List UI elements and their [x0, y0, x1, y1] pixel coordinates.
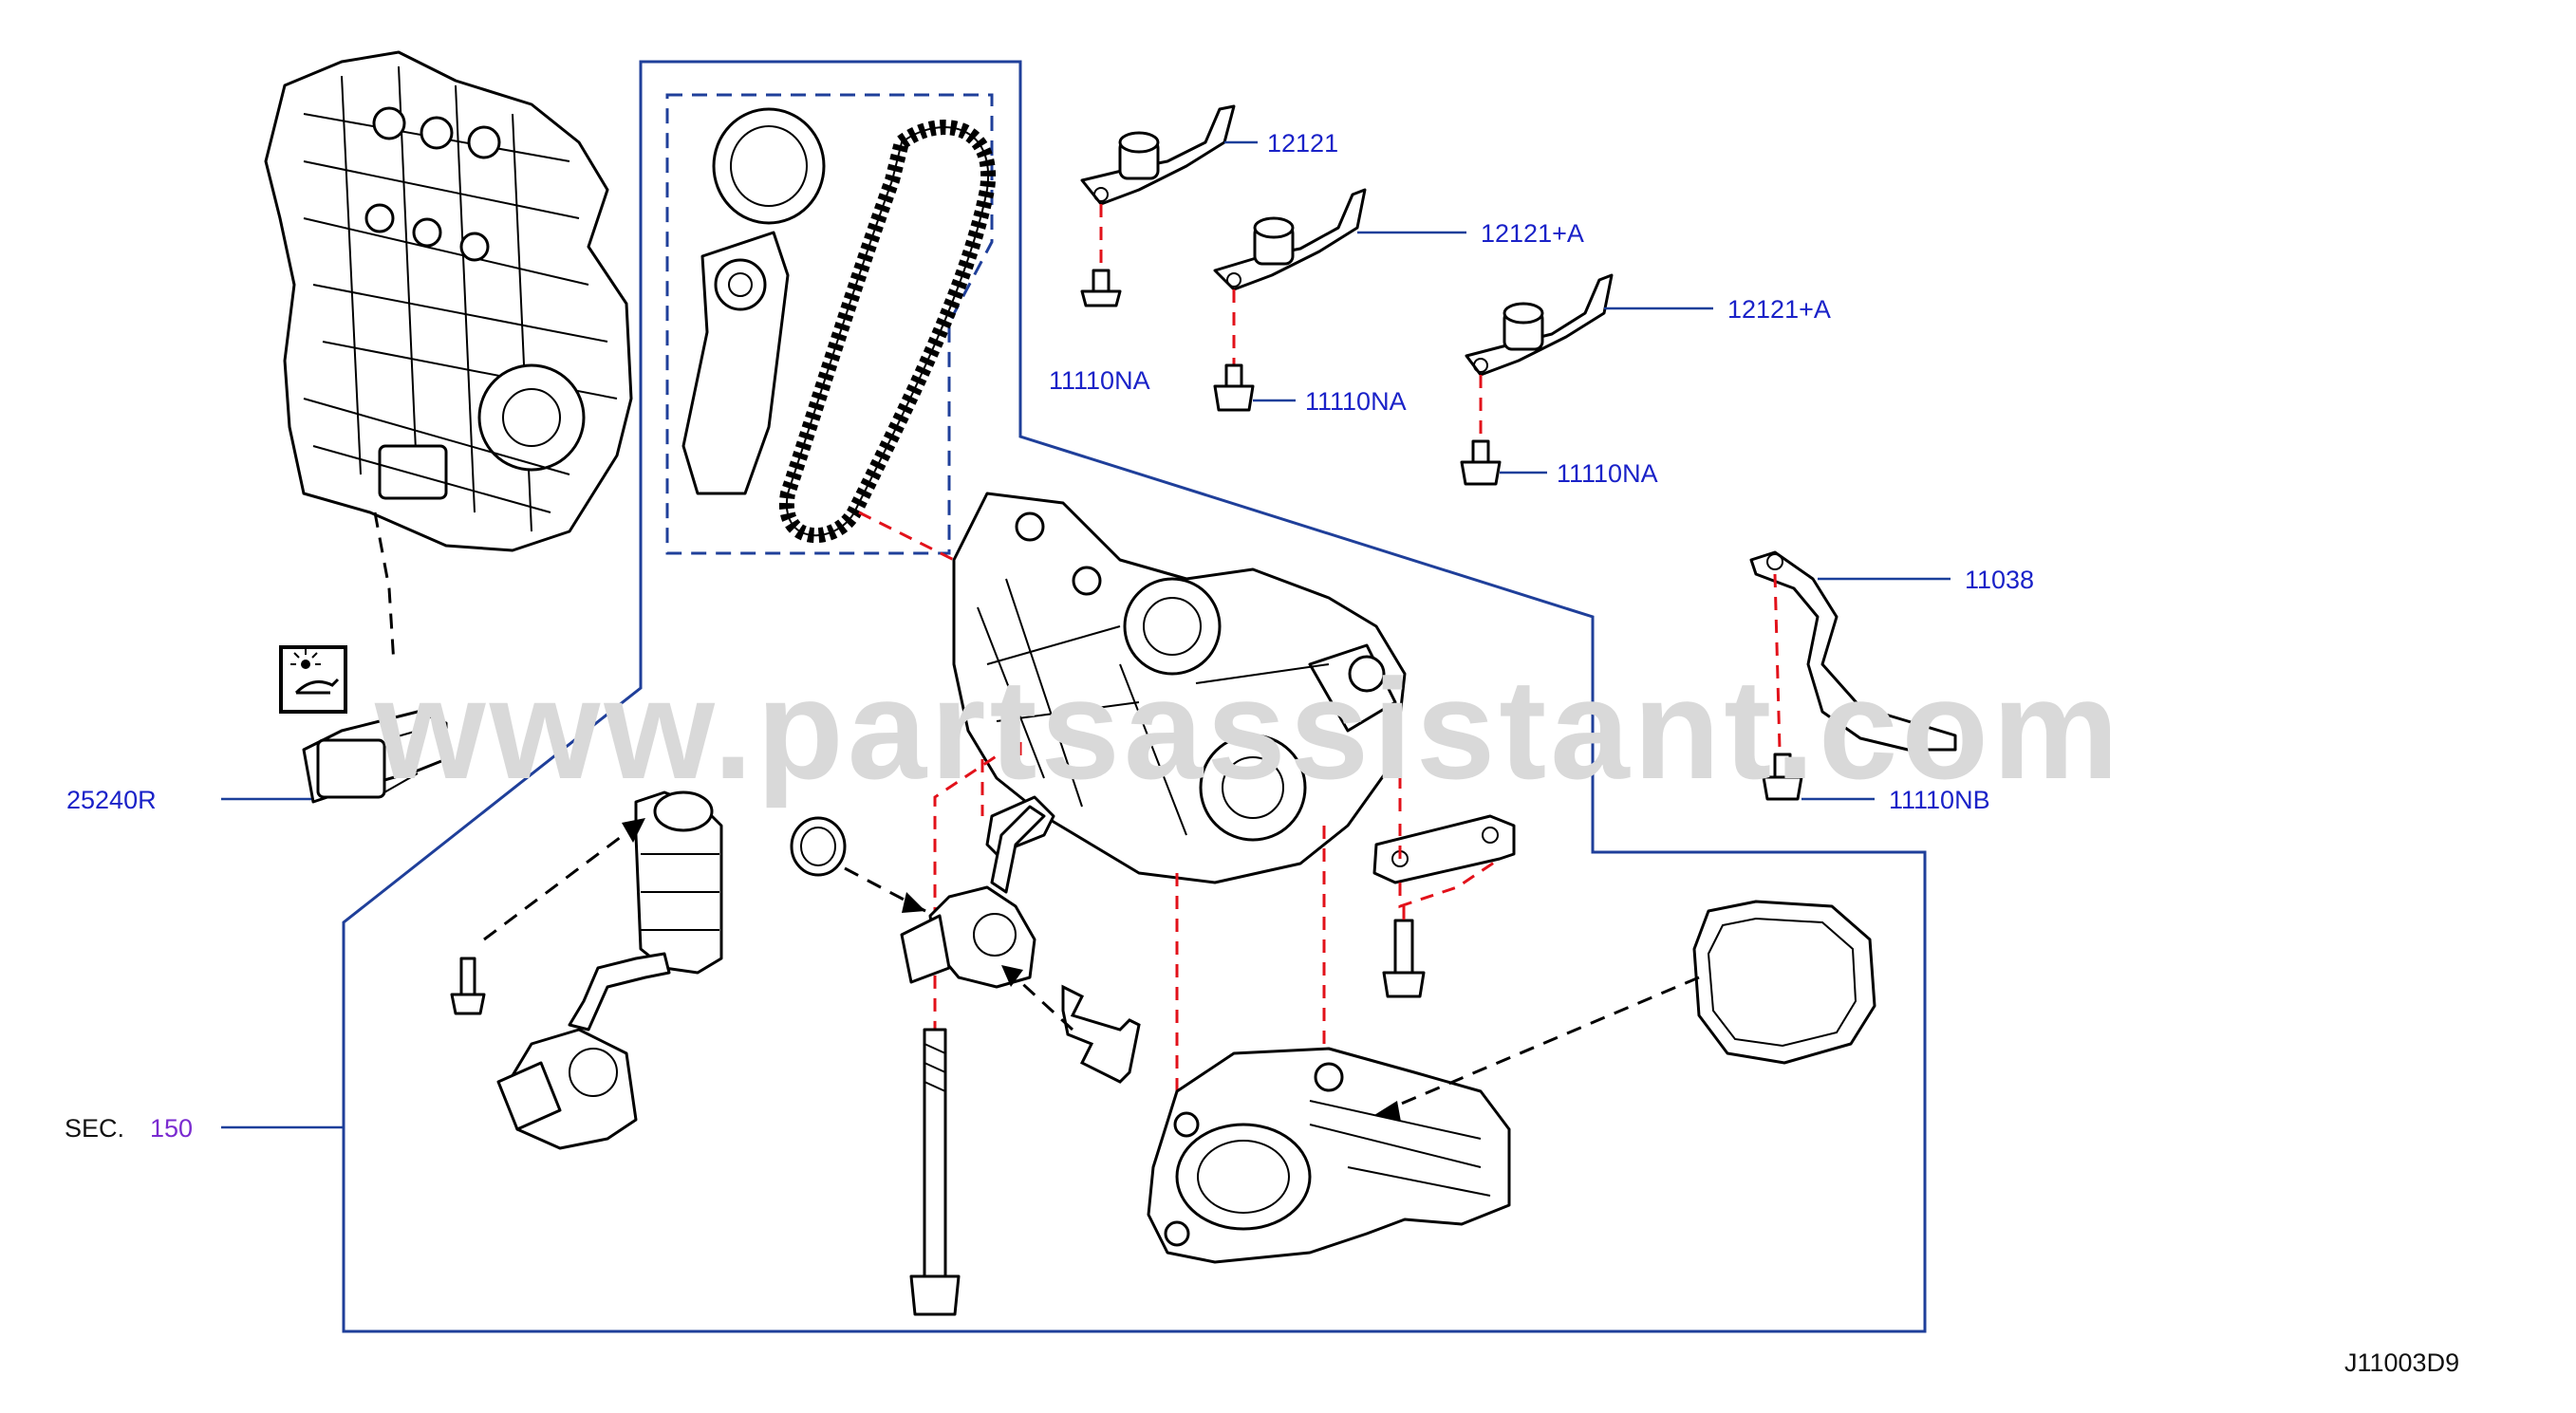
oil-pump-lower-cover — [1147, 1047, 1511, 1264]
arrow-gasket — [1385, 976, 1700, 1112]
vvt-solenoid-left — [568, 790, 723, 1032]
oil-pump-gasket — [1692, 900, 1876, 1065]
chain-tensioner — [681, 107, 826, 495]
long-bolt — [909, 1028, 961, 1316]
link-plate — [1372, 814, 1516, 884]
callout-11110na-3: 11110NA — [1557, 459, 1658, 488]
timing-chain — [778, 120, 997, 544]
o-ring — [790, 816, 847, 877]
arrow-head-left — [622, 818, 645, 843]
stud-bolt — [1382, 919, 1426, 998]
dash-link-plate-left — [1398, 824, 1501, 909]
bolt-11110na-2 — [1213, 363, 1255, 412]
callout-12121a-2: 12121+A — [1727, 295, 1831, 324]
cam-position-sensor-1 — [1080, 104, 1236, 206]
diagram-code: J11003D9 — [2344, 1348, 2459, 1377]
engine-to-sensor-line — [373, 511, 396, 665]
callout-11038: 11038 — [1965, 566, 2034, 594]
cam-position-sensor-2 — [1213, 188, 1367, 291]
section-frame — [342, 60, 1927, 1333]
bolt-11110nb — [1762, 753, 1803, 801]
sec-label: SEC. — [65, 1114, 124, 1143]
sec-number[interactable]: 150 — [150, 1114, 193, 1143]
callout-11110nb: 11110NB — [1889, 786, 1990, 814]
bolt-11110na-3 — [1460, 439, 1502, 486]
arrow-head-clip — [1001, 965, 1023, 987]
cam-position-sensor-3 — [1465, 273, 1614, 377]
bracket-11038 — [1749, 550, 1957, 752]
oil-pump-housing — [952, 492, 1407, 884]
retaining-clip — [1061, 984, 1141, 1084]
oil-pressure-switch — [302, 710, 448, 804]
oil-pressure-warning-icon — [279, 645, 347, 714]
arrow-left-solenoid — [483, 824, 637, 941]
arrow-clip — [1014, 976, 1074, 1032]
bolt-11110na-1 — [1080, 269, 1122, 307]
dash-chain-to-housing — [858, 511, 955, 562]
arrow-head-gasket — [1374, 1101, 1401, 1122]
callout-12121a-1: 12121+A — [1481, 219, 1584, 248]
watermark: www.partsassistant.com — [374, 649, 2122, 809]
callout-25240r: 25240R — [66, 786, 157, 814]
timing-chain-box — [665, 93, 994, 555]
small-bolt-left — [450, 957, 486, 1015]
engine-assembly — [264, 50, 633, 552]
callout-11110na-2: 11110NA — [1305, 387, 1407, 416]
o-ring-inner — [800, 827, 836, 866]
oil-control-solenoid — [900, 805, 1046, 989]
callout-11110na-1: 11110NA — [1049, 366, 1150, 395]
callout-12121: 12121 — [1267, 129, 1338, 158]
solenoid-connector-left — [496, 1028, 638, 1150]
dash-11038 — [1773, 573, 1782, 751]
arrow-head-1 — [902, 892, 925, 913]
